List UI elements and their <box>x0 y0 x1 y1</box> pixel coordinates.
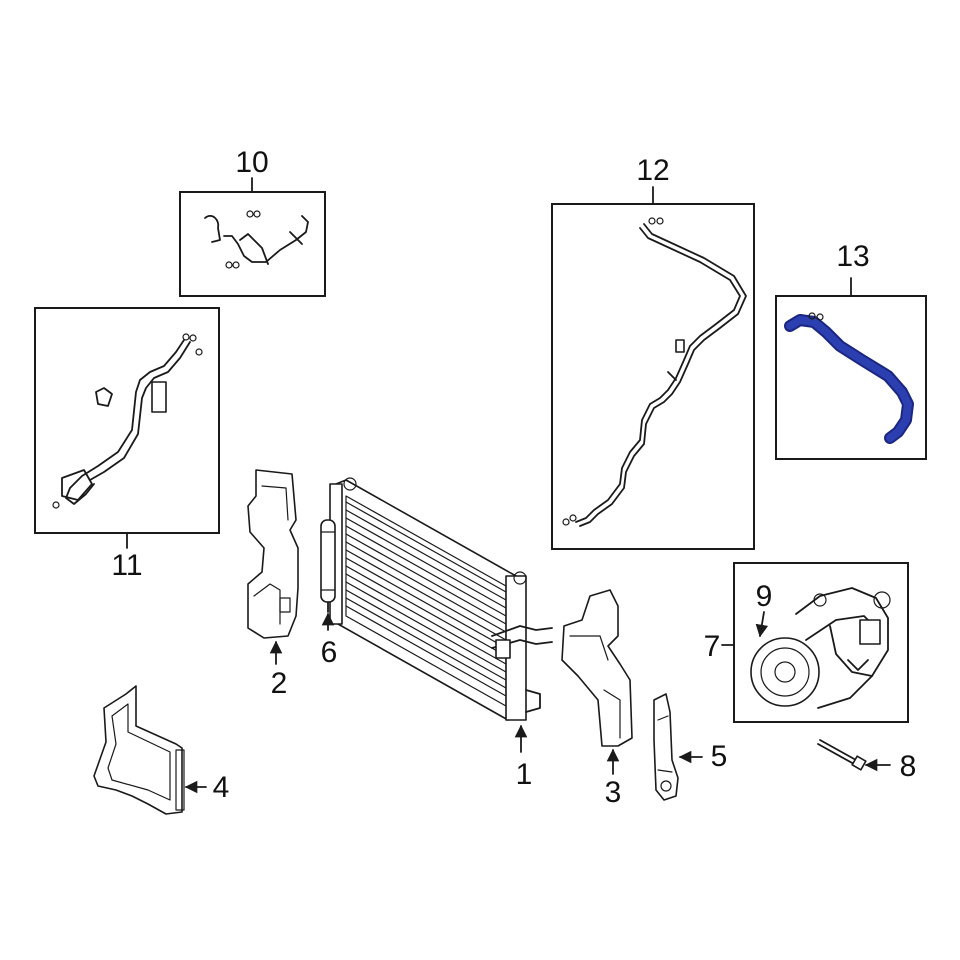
part-12-pipe-box[interactable] <box>551 203 755 550</box>
part-11-hose-box[interactable] <box>34 307 220 534</box>
part-3-side-seal[interactable] <box>561 589 633 747</box>
callout-leader-9 <box>755 611 769 638</box>
part-1-condenser[interactable] <box>329 477 553 721</box>
callout-1[interactable]: 1 <box>516 758 533 791</box>
part-6-receiver-drier[interactable] <box>320 519 336 613</box>
part-13-hose-box[interactable] <box>775 295 927 460</box>
part-7-compressor-box[interactable] <box>733 562 909 723</box>
callout-7[interactable]: 7 <box>704 630 721 663</box>
callout-2[interactable]: 2 <box>271 667 288 700</box>
callout-5[interactable]: 5 <box>711 740 728 773</box>
highlighted-hose[interactable] <box>786 316 912 442</box>
part-10-hose-box[interactable] <box>179 191 326 297</box>
callout-13[interactable]: 13 <box>836 240 869 273</box>
callout-8[interactable]: 8 <box>900 750 917 783</box>
callout-12[interactable]: 12 <box>636 154 669 187</box>
callout-6[interactable]: 6 <box>321 636 338 669</box>
callout-9[interactable]: 9 <box>756 580 773 613</box>
part-2-side-seal[interactable] <box>247 469 299 639</box>
part-5-bracket[interactable] <box>653 693 679 801</box>
callout-10[interactable]: 10 <box>235 146 268 179</box>
part-8-bolt[interactable] <box>817 739 867 771</box>
callout-3[interactable]: 3 <box>605 776 622 809</box>
callout-11[interactable]: 11 <box>111 549 142 582</box>
callout-4[interactable]: 4 <box>213 771 230 804</box>
part-4-lower-seal[interactable] <box>93 685 185 815</box>
